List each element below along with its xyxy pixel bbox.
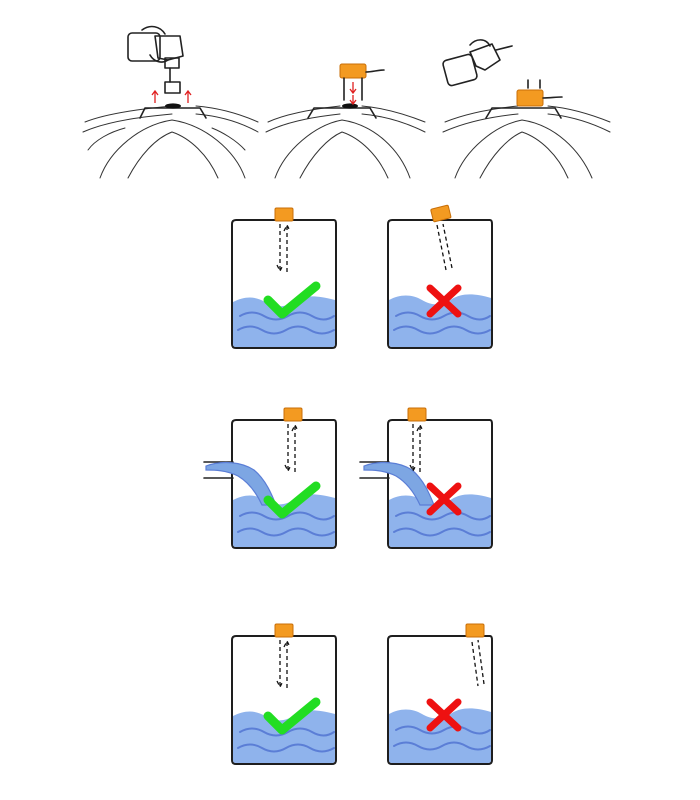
tank-correct xyxy=(203,407,337,549)
row-straight-vs-tilted xyxy=(231,204,493,349)
cross-icon xyxy=(426,482,462,516)
tank-incorrect xyxy=(387,204,493,349)
row-inlet-position xyxy=(203,407,493,549)
water-stream xyxy=(205,461,277,506)
check-icon xyxy=(263,281,321,319)
installation-step-insert xyxy=(265,63,426,179)
tank-incorrect xyxy=(387,623,493,765)
sensor-icon xyxy=(339,63,385,101)
drill-icon xyxy=(127,25,184,94)
tank-correct xyxy=(231,207,337,349)
installation-step-screw xyxy=(442,39,611,179)
sensor-icon xyxy=(274,207,294,222)
sensor-icon xyxy=(407,407,427,422)
hole-icon xyxy=(165,103,181,109)
sensor-icon xyxy=(430,204,452,223)
tank-correct xyxy=(231,623,337,765)
check-icon xyxy=(263,481,321,519)
water-stream xyxy=(363,461,435,506)
tank-incorrect xyxy=(359,407,493,549)
sensor-icon xyxy=(516,89,544,107)
installation-step-drill xyxy=(82,25,259,179)
cross-icon xyxy=(426,284,462,318)
sensor-icon xyxy=(274,623,294,638)
cross-icon xyxy=(426,698,462,732)
sensor-icon xyxy=(465,623,485,638)
drill-icon xyxy=(442,39,513,87)
check-icon xyxy=(263,697,321,735)
sensor-icon xyxy=(283,407,303,422)
row-wall-distance xyxy=(231,623,493,765)
